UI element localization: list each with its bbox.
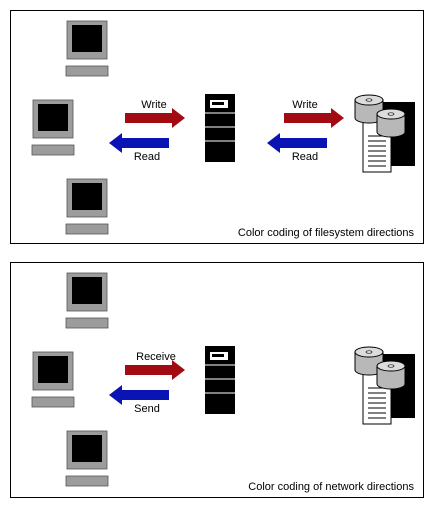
network-directions-panel: Receive Send Color coding of network dir… <box>10 262 424 498</box>
client-monitor-bottom-icon <box>65 430 109 487</box>
write-label-left: Write <box>141 99 166 111</box>
filesystem-directions-panel: Write Read Write Read Color coding of fi… <box>10 10 424 244</box>
server-icon <box>204 345 236 415</box>
write-label-right: Write <box>292 99 317 111</box>
send-arrow-icon <box>109 385 169 405</box>
send-label: Send <box>134 403 160 415</box>
client-monitor-middle-icon <box>31 351 75 408</box>
write-arrow-left-icon <box>125 108 185 128</box>
read-arrow-right-icon <box>267 133 327 153</box>
server-icon <box>204 93 236 163</box>
network-caption: Color coding of network directions <box>248 481 414 493</box>
receive-label: Receive <box>136 351 176 363</box>
client-monitor-top-icon <box>65 20 109 77</box>
write-arrow-right-icon <box>284 108 344 128</box>
client-monitor-top-icon <box>65 272 109 329</box>
client-monitor-middle-icon <box>31 99 75 156</box>
read-label-left: Read <box>134 151 160 163</box>
filesystem-caption: Color coding of filesystem directions <box>237 227 414 239</box>
read-label-right: Read <box>292 151 318 163</box>
read-arrow-left-icon <box>109 133 169 153</box>
disk-storage-icon <box>354 346 416 425</box>
client-monitor-bottom-icon <box>65 178 109 235</box>
disk-storage-icon <box>354 94 416 173</box>
receive-arrow-icon <box>125 360 185 380</box>
